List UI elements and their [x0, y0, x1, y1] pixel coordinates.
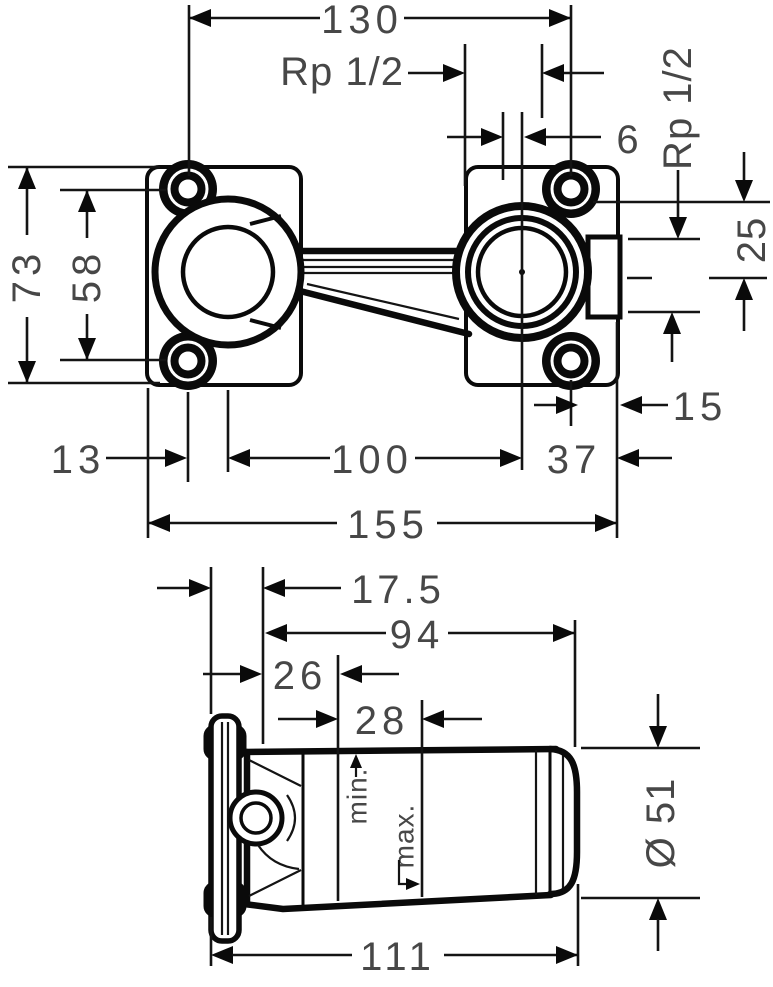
- dim-94: 94: [265, 613, 575, 657]
- dim-6-label: 6: [616, 118, 639, 162]
- side-view-body: [203, 713, 581, 944]
- label-min-text: min.: [342, 768, 373, 825]
- funnel-curve: [257, 844, 300, 871]
- dim-17-5-label: 17.5: [351, 568, 445, 612]
- dim-13: 13: [51, 438, 187, 482]
- dim-13-label: 13: [51, 438, 106, 482]
- side-view: 17.5 94 26 28: [157, 567, 700, 979]
- dim-37-label: 37: [547, 438, 602, 482]
- dim-155-label: 155: [347, 503, 429, 547]
- dim-73: 73: [5, 167, 49, 383]
- left-flange-bore: [180, 224, 276, 320]
- dim-130-label: 130: [321, 0, 403, 42]
- dim-diameter-label: Ø 51: [639, 778, 683, 869]
- dim-rp12-side-label: Rp 1/2: [656, 46, 700, 170]
- body-top-edge: [240, 745, 560, 756]
- dim-58-label: 58: [65, 249, 109, 304]
- dim-26: 26: [203, 654, 399, 698]
- dim-155: 155: [148, 503, 617, 547]
- screw-hole: [561, 351, 581, 371]
- connecting-bar: [292, 247, 473, 338]
- dim-111: 111: [211, 935, 578, 979]
- dim-100: 100: [228, 438, 522, 482]
- boss-arc: [286, 794, 297, 842]
- dim-111-label: 111: [360, 935, 436, 979]
- left-flange: [151, 195, 305, 349]
- end-cap: [546, 745, 581, 898]
- dim-rp12-top-label: Rp 1/2: [280, 50, 404, 94]
- side-port-tab: [585, 234, 623, 320]
- dim-28-label: 28: [355, 699, 410, 743]
- dim-17-5: 17.5: [157, 568, 445, 612]
- dim-130: 130: [189, 0, 571, 42]
- screw-hole: [178, 179, 198, 199]
- dim-28: 28: [278, 699, 482, 743]
- label-min: min.: [342, 754, 373, 824]
- front-view-body: [145, 160, 623, 390]
- dim-15-label: 15: [673, 385, 728, 429]
- flat-mark: [249, 318, 282, 330]
- right-flange-ears: [542, 160, 600, 390]
- screw-hole-ring: [167, 340, 209, 382]
- pivot-bore: [239, 801, 273, 835]
- screw-hole: [178, 351, 198, 371]
- dim-25-label: 25: [730, 217, 773, 264]
- front-view-extension-lines: [8, 5, 770, 538]
- flat-mark: [249, 214, 282, 226]
- dim-26-label: 26: [273, 654, 328, 698]
- dim-100-label: 100: [331, 438, 413, 482]
- dim-diameter-51: Ø 51: [639, 694, 683, 951]
- dim-73-label: 73: [5, 249, 49, 304]
- front-view: 130 Rp 1/2 6 Rp 1/2: [5, 0, 773, 547]
- dim-15: 15: [534, 385, 728, 429]
- dim-94-label: 94: [390, 613, 445, 657]
- dim-25: 25: [730, 152, 773, 331]
- dim-6: 6: [447, 118, 639, 162]
- label-max-text: max.: [389, 804, 420, 869]
- dim-rp12-top: Rp 1/2: [280, 50, 604, 94]
- label-max: max.: [389, 804, 420, 890]
- dim-rp12-side: Rp 1/2: [656, 46, 700, 362]
- dim-58: 58: [65, 190, 109, 360]
- dim-37: 37: [547, 438, 672, 482]
- screw-hole: [561, 179, 581, 199]
- side-view-extension-lines: [209, 567, 700, 966]
- body-bottom-edge: [240, 891, 555, 913]
